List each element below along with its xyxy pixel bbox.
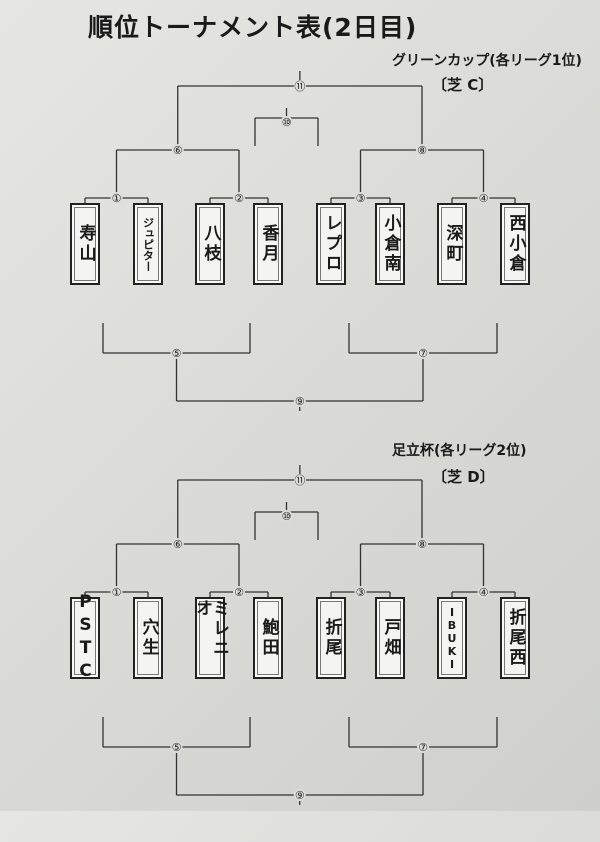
team-name: 鮑田 xyxy=(258,618,279,658)
match-5-number: ⑤ xyxy=(172,347,182,360)
page-title: 順位トーナメント表(2日目) xyxy=(88,13,418,42)
team-name: 香月 xyxy=(258,224,279,264)
match-11-number: ⑪ xyxy=(294,474,305,487)
match-8-number: ⑧ xyxy=(417,144,427,157)
match-8-number: ⑧ xyxy=(417,538,427,551)
team-name: PSTC xyxy=(75,592,96,684)
team-name: 折尾 xyxy=(321,618,342,658)
match-1-number: ① xyxy=(112,192,122,205)
match-4-number: ④ xyxy=(479,586,489,599)
match-9-number: ⑨ xyxy=(295,789,305,802)
team-name: 八枝 xyxy=(200,224,221,264)
section-2-venue: 〔芝 D〕 xyxy=(432,468,495,486)
section-1-venue: 〔芝 C〕 xyxy=(432,76,494,94)
match-6-number: ⑥ xyxy=(173,144,183,157)
match-6-number: ⑥ xyxy=(173,538,183,551)
match-10-number: ⑩ xyxy=(282,510,292,523)
team-card: ミレニオ xyxy=(192,597,229,679)
team-card: 香月 xyxy=(253,203,283,285)
team-name: レプロ xyxy=(321,214,342,274)
team-card: 鮑田 xyxy=(253,597,283,679)
match-1-number: ① xyxy=(112,586,122,599)
team-card: 寿山 xyxy=(70,203,100,285)
bracket-lines: ① ② ③ ④ ⑥ ⑧ ⑪ ⑩ ⑤ ⑦ ⑨ xyxy=(84,465,516,805)
team-card: 穴生 xyxy=(133,597,163,679)
team-card: 小倉南 xyxy=(375,203,405,285)
team-name: IBUKI xyxy=(445,605,459,671)
team-card: 戸畑 xyxy=(375,597,405,679)
team-card: 折尾西 xyxy=(500,597,530,679)
team-name: 西小倉 xyxy=(505,214,526,274)
match-10-number: ⑩ xyxy=(282,116,292,129)
match-4-number: ④ xyxy=(479,192,489,205)
team-card: 折尾 xyxy=(316,597,346,679)
bracket-lines: ① ② ③ ④ ⑥ ⑧ ⑪ ⑩ ⑤ ⑦ ⑨ xyxy=(84,71,516,411)
bracket-adachi-cup: ① ② ③ ④ ⑥ ⑧ ⑪ ⑩ ⑤ ⑦ ⑨ PSTC 穴生ミレニオ鮑田 折尾戸畑 IBUKI 折尾西 xyxy=(0,462,600,842)
match-2-number: ② xyxy=(234,192,244,205)
team-name: 折尾西 xyxy=(505,608,526,668)
team-card: レプロ xyxy=(316,203,346,285)
match-3-number: ③ xyxy=(356,192,366,205)
match-9-number: ⑨ xyxy=(295,395,305,408)
section-1-caption: グリーンカップ(各リーグ1位) xyxy=(392,53,582,69)
match-7-number: ⑦ xyxy=(418,741,428,754)
team-name: ミレニオ xyxy=(192,599,229,659)
team-card: ジュピター xyxy=(133,203,163,285)
team-name: 穴生 xyxy=(138,618,159,658)
match-5-number: ⑤ xyxy=(172,741,182,754)
match-2-number: ② xyxy=(234,586,244,599)
team-card: PSTC xyxy=(70,592,100,684)
section-2-caption: 足立杯(各リーグ2位) xyxy=(392,443,527,459)
match-11-number: ⑪ xyxy=(294,80,305,93)
match-7-number: ⑦ xyxy=(418,347,428,360)
bracket-green-cup: ① ② ③ ④ ⑥ ⑧ ⑪ ⑩ ⑤ ⑦ ⑨ 寿山 ジュピター 八枝香月 レプロ 小倉南 深町 西小倉 xyxy=(0,68,600,448)
team-card: 八枝 xyxy=(195,203,225,285)
team-card: 西小倉 xyxy=(500,203,530,285)
team-card: 深町 xyxy=(437,203,467,285)
team-name: ジュピター xyxy=(141,216,155,272)
team-card: IBUKI xyxy=(437,597,467,679)
team-name: 寿山 xyxy=(75,224,96,264)
match-3-number: ③ xyxy=(356,586,366,599)
team-name: 深町 xyxy=(442,224,463,264)
team-name: 戸畑 xyxy=(380,618,401,658)
team-name: 小倉南 xyxy=(380,214,401,274)
